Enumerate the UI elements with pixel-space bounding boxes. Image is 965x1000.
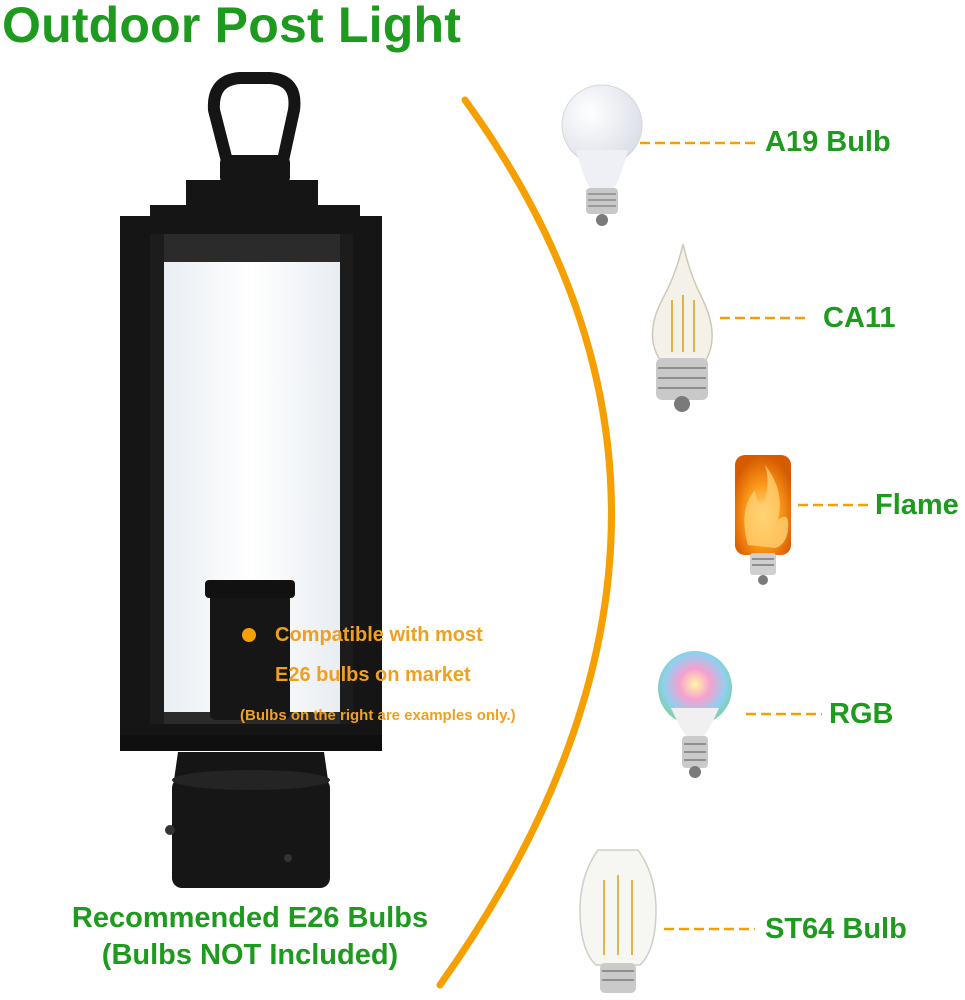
bulb-label-ca11: CA11: [823, 302, 896, 334]
a19-bulb-image: [561, 84, 643, 226]
note-line-1: Compatible with most: [275, 624, 483, 646]
bulb-label-st64: ST64 Bulb: [765, 913, 907, 945]
note-line-3: (Bulbs on the right are examples only.): [240, 707, 516, 724]
page-title: Outdoor Post Light: [2, 0, 462, 53]
note-bullet: [242, 628, 256, 642]
bottom-caption: Recommended E26 Bulbs (Bulbs NOT Include…: [40, 900, 460, 974]
ca11-bulb-image: [651, 243, 713, 412]
bulb-label-rgb: RGB: [829, 698, 894, 730]
bottom-line-1: Recommended E26 Bulbs: [71, 902, 429, 934]
bulb-label-flame: Flame: [875, 489, 959, 521]
decorative-arc: [436, 96, 615, 989]
bulb-label-a19: A19 Bulb: [765, 126, 891, 158]
rgb-bulb-image: [658, 651, 732, 778]
note-line-2: E26 bulbs on market: [275, 664, 471, 686]
post-light-fixture: [120, 72, 382, 888]
flame-bulb-image: [735, 455, 791, 585]
st64-bulb-image: [579, 849, 657, 993]
bottom-line-2: (Bulbs NOT Included): [101, 939, 399, 971]
